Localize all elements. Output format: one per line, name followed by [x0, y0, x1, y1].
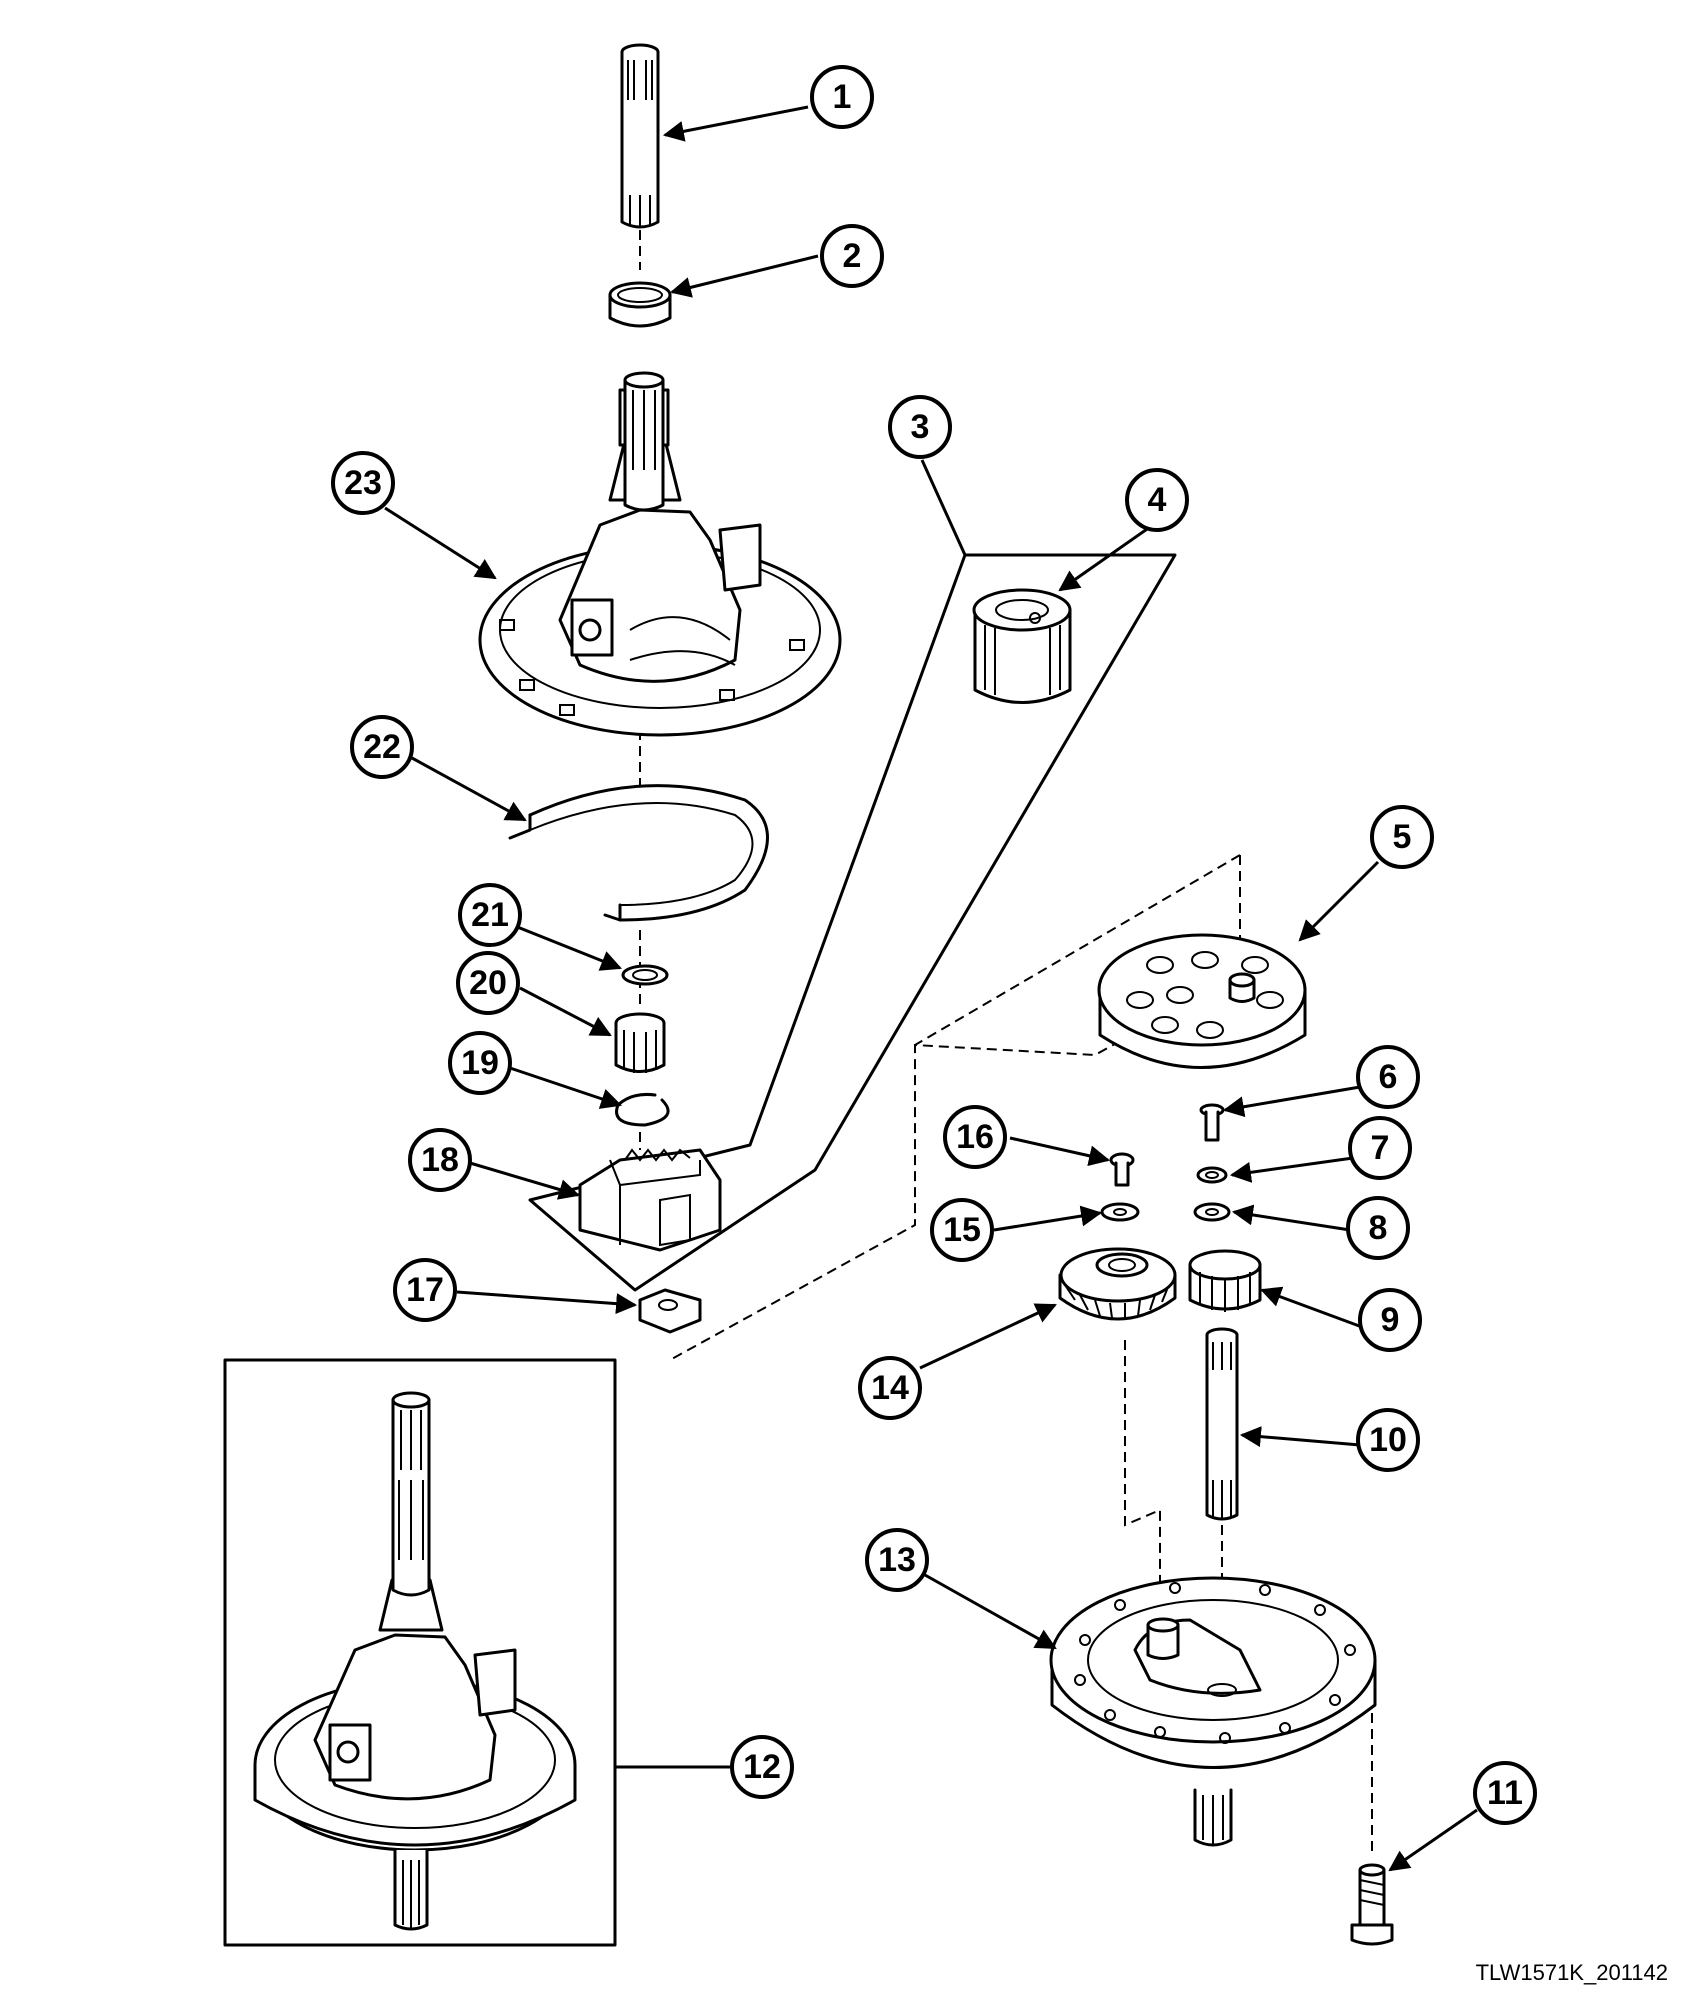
callout-7: 7 [1348, 1116, 1412, 1180]
part-19-retaining-ring [615, 1093, 670, 1127]
callout-9-label: 9 [1381, 1301, 1400, 1339]
callout-4: 4 [1125, 468, 1189, 532]
callout-22-label: 22 [363, 728, 401, 766]
callout-8: 8 [1346, 1196, 1410, 1260]
callout-10: 10 [1356, 1408, 1420, 1472]
part-3-kit-outline [528, 553, 1177, 1292]
callout-16-label: 16 [956, 1118, 994, 1156]
callout-1: 1 [810, 65, 874, 129]
part-12-assembled-transmission [223, 1358, 617, 1947]
callout-19-label: 19 [461, 1044, 499, 1082]
part-11-bolt [1350, 1863, 1394, 1946]
lower-alignment-lines [1124, 1340, 1373, 1855]
callout-21-label: 21 [471, 896, 509, 934]
part-6-screw [1199, 1103, 1225, 1142]
callout-15-label: 15 [943, 1211, 981, 1249]
callout-18-label: 18 [421, 1141, 459, 1179]
callout-3-label: 3 [911, 408, 930, 446]
callout-5: 5 [1370, 805, 1434, 869]
callout-17: 17 [393, 1258, 457, 1322]
part-17-slider [638, 1288, 702, 1334]
callout-23: 23 [331, 451, 395, 515]
callout-10-label: 10 [1369, 1421, 1407, 1459]
callout-1-label: 1 [833, 78, 852, 116]
part-10-shaft [1205, 1327, 1239, 1521]
callout-9: 9 [1358, 1288, 1422, 1352]
part-7-lock-washer [1196, 1166, 1228, 1184]
callout-21: 21 [458, 883, 522, 947]
part-22-brake-band [508, 784, 769, 922]
callout-22: 22 [350, 715, 414, 779]
part-5-pulley [1097, 933, 1307, 1069]
callout-14: 14 [858, 1356, 922, 1420]
callout-11: 11 [1473, 1761, 1537, 1825]
callout-23-label: 23 [344, 464, 382, 502]
callout-20: 20 [456, 951, 520, 1015]
part-21-washer [621, 964, 669, 986]
callout-6-label: 6 [1379, 1058, 1398, 1096]
callout-11-label: 11 [1487, 1774, 1523, 1812]
callout-7-label: 7 [1371, 1129, 1390, 1167]
callout-8-label: 8 [1369, 1209, 1388, 1247]
callout-12-label: 12 [743, 1748, 781, 1786]
callout-20-label: 20 [469, 964, 507, 1002]
figure-code: TLW1571K_201142 [1475, 1960, 1668, 1985]
callout-16: 16 [943, 1105, 1007, 1169]
callout-6: 6 [1356, 1045, 1420, 1109]
callout-14-label: 14 [871, 1369, 909, 1407]
part-2-bushing [608, 281, 672, 328]
part-14-drive-gear [1058, 1247, 1177, 1321]
callout-4-label: 4 [1148, 481, 1167, 519]
callout-2: 2 [820, 224, 884, 288]
leader-lines [384, 105, 1478, 1872]
callout-2-label: 2 [843, 237, 862, 275]
part-4-filter [972, 588, 1072, 704]
callout-19: 19 [448, 1031, 512, 1095]
part-18-shift-block [578, 1148, 722, 1252]
part-15-washer [1100, 1202, 1140, 1222]
callout-5-label: 5 [1393, 818, 1412, 856]
part-16-screw [1109, 1152, 1135, 1187]
callout-12: 12 [730, 1735, 794, 1799]
part-9-gear [1188, 1249, 1262, 1312]
part-8-flat-washer [1193, 1202, 1231, 1222]
callout-13: 13 [865, 1528, 929, 1592]
part-23-transmission-housing [478, 371, 842, 737]
part-20-pinion-gear [614, 1012, 666, 1073]
callout-15: 15 [930, 1198, 994, 1262]
callout-13-label: 13 [878, 1541, 916, 1579]
part-1-spline-shaft [620, 43, 660, 229]
callout-3: 3 [888, 395, 952, 459]
callout-17-label: 17 [406, 1271, 444, 1309]
part-13-lower-housing [1049, 1576, 1377, 1847]
callout-18: 18 [408, 1128, 472, 1192]
